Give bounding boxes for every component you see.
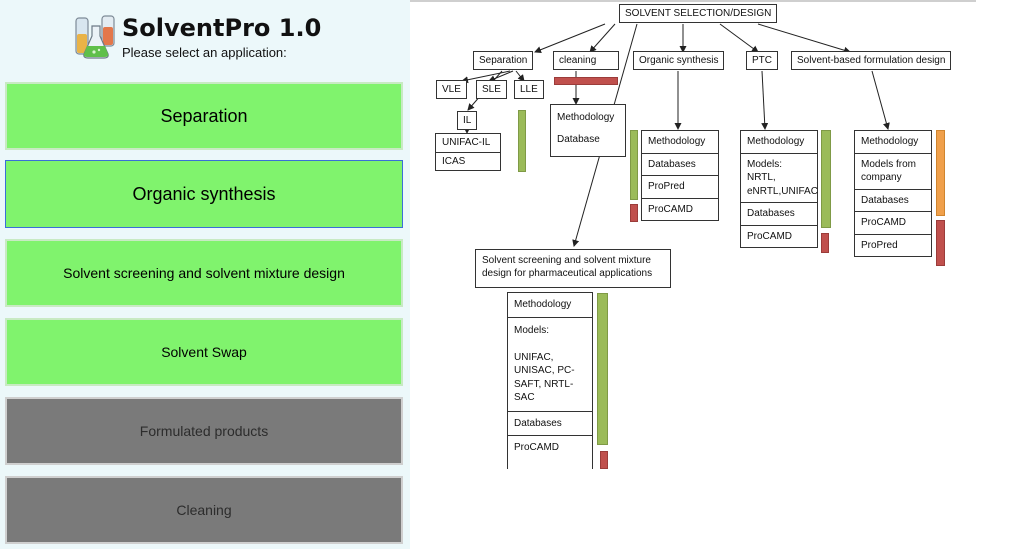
pharma-status-red — [600, 451, 608, 469]
form-propred: ProPred — [861, 239, 898, 251]
form-status-red — [936, 220, 945, 266]
separation-node: Separation — [473, 51, 534, 70]
lle-node: LLE — [514, 80, 544, 99]
form-models: Models from company — [855, 154, 931, 190]
solvent-screening-button[interactable]: Solvent screening and solvent mixture de… — [5, 239, 403, 307]
os-databases: Databases — [642, 154, 718, 176]
ptc-models: Models: NRTL, eNRTL,UNIFAC — [741, 154, 818, 203]
top-divider — [410, 0, 976, 2]
pharma-databases: Databases — [508, 412, 592, 436]
formulated-products-button[interactable]: Formulated products — [5, 397, 403, 465]
organic-synthesis-node: Organic synthesis — [633, 51, 725, 70]
root-node: SOLVENT SELECTION/DESIGN — [619, 4, 778, 23]
ptc-databases: Databases — [741, 203, 817, 226]
pharma-models: Models: UNIFAC, UNISAC, PC- SAFT, NRTL- … — [508, 318, 592, 412]
il-node: IL — [457, 111, 478, 130]
unifac-il-item: UNIFAC-IL — [436, 134, 500, 153]
sle-node: SLE — [476, 80, 507, 99]
ptc-status-red — [821, 233, 829, 253]
il-models-stack: UNIFAC-IL ICAS — [435, 133, 501, 171]
separation-status-bar — [518, 110, 526, 172]
organic-synthesis-stack: Methodology Databases ProPred ProCAMD — [641, 130, 719, 221]
pharma-stack: Methodology Models: UNIFAC, UNISAC, PC- … — [507, 292, 593, 469]
os-propred: ProPred — [642, 176, 718, 199]
pharma-status-green — [597, 293, 608, 445]
ptc-stack: Methodology Models: NRTL, eNRTL,UNIFAC D… — [740, 130, 818, 248]
app-title: SolventPro 1.0 — [122, 14, 322, 42]
form-methodology: Methodology — [855, 131, 931, 154]
formulation-node: Solvent-based formulation design — [791, 51, 952, 70]
pharma-methodology: Methodology — [508, 293, 592, 318]
organic-synthesis-button[interactable]: Organic synthesis — [5, 160, 403, 228]
form-procamd: ProCAMD — [855, 212, 931, 235]
os-procamd: ProCAMD — [648, 203, 694, 215]
application-selector-panel: SolventPro 1.0 Please select an applicat… — [0, 0, 410, 549]
cleaning-database: Database — [557, 133, 600, 145]
os-status-red — [630, 204, 638, 222]
os-status-green — [630, 130, 638, 200]
cleaning-status-bar — [554, 77, 618, 85]
icas-item: ICAS — [442, 155, 466, 167]
solvent-swap-button[interactable]: Solvent Swap — [5, 318, 403, 386]
cleaning-node: cleaning — [553, 51, 619, 70]
ptc-procamd: ProCAMD — [747, 230, 793, 242]
lab-flasks-icon — [75, 15, 115, 59]
form-databases: Databases — [855, 190, 931, 212]
formulation-stack: Methodology Models from company Database… — [854, 130, 932, 257]
cleaning-button[interactable]: Cleaning — [5, 476, 403, 544]
ptc-status-green — [821, 130, 831, 228]
separation-button[interactable]: Separation — [5, 82, 403, 150]
cleaning-methodology: Methodology — [557, 112, 615, 123]
cleaning-stack: Methodology Database — [550, 104, 626, 157]
ptc-node: PTC — [746, 51, 778, 70]
form-status-orange — [936, 130, 945, 216]
solvent-selection-diagram: SOLVENT SELECTION/DESIGN Separation clea… — [410, 0, 1024, 549]
pharma-node: Solvent screening and solvent mixture de… — [475, 249, 671, 288]
ptc-methodology: Methodology — [741, 131, 817, 154]
app-subtitle: Please select an application: — [122, 45, 287, 60]
pharma-procamd: ProCAMD — [514, 442, 560, 453]
os-methodology: Methodology — [642, 131, 718, 154]
vle-node: VLE — [436, 80, 467, 99]
